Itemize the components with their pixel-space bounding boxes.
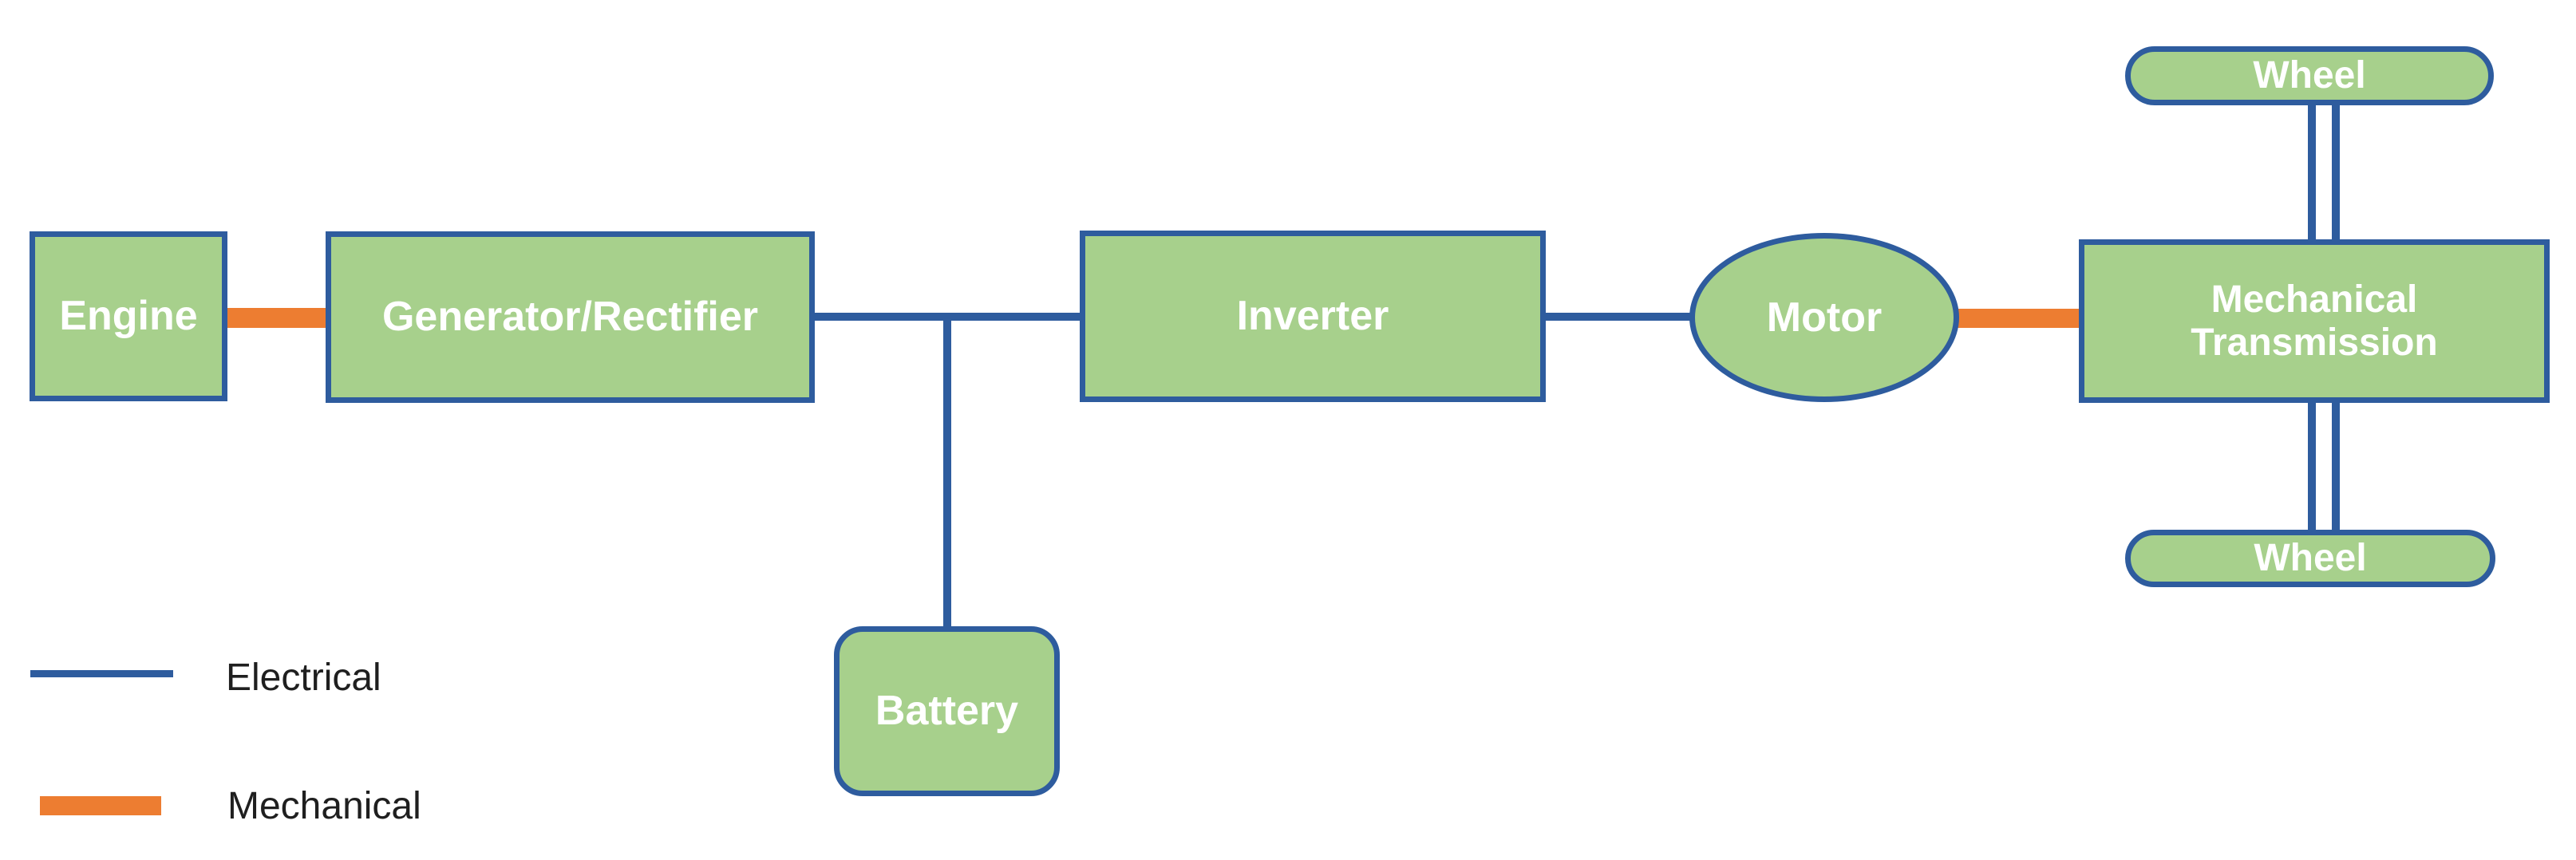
node-motor-label: Motor [1766, 294, 1883, 341]
edge-transmission-topwheel-shaft-right [2332, 104, 2340, 241]
node-wheel-top-label: Wheel [2253, 54, 2366, 97]
legend-electrical-swatch-icon [30, 670, 173, 677]
edge-transmission-bottomwheel-shaft-right [2332, 401, 2340, 531]
node-wheel-bottom: Wheel [2125, 530, 2495, 587]
node-generator-rectifier: Generator/Rectifier [326, 231, 815, 403]
node-mechanical-transmission: Mechanical Transmission [2079, 239, 2550, 403]
edge-transmission-topwheel-shaft-left [2308, 104, 2316, 241]
edge-bus-battery-electrical [943, 317, 951, 629]
legend-electrical-text: Electrical [226, 656, 381, 699]
node-battery-label: Battery [875, 688, 1019, 735]
legend-mechanical-swatch-icon [40, 796, 161, 815]
node-wheel-top: Wheel [2125, 46, 2494, 105]
node-battery: Battery [834, 626, 1060, 796]
node-mechanical-transmission-label: Mechanical Transmission [2191, 278, 2438, 364]
edge-engine-generator-mechanical [227, 308, 327, 328]
node-engine-label: Engine [59, 293, 198, 340]
node-engine: Engine [30, 231, 227, 401]
edge-motor-transmission-mechanical [1957, 309, 2080, 328]
node-inverter: Inverter [1080, 231, 1546, 402]
legend-mechanical-text: Mechanical [227, 784, 421, 827]
node-inverter-label: Inverter [1236, 293, 1389, 340]
legend-electrical-label: Electrical [226, 653, 381, 702]
node-generator-rectifier-label: Generator/Rectifier [381, 294, 759, 341]
node-wheel-bottom-label: Wheel [2254, 537, 2367, 580]
edge-inverter-motor-electrical [1546, 313, 1691, 321]
edge-transmission-bottomwheel-shaft-left [2308, 401, 2316, 531]
node-motor: Motor [1689, 233, 1959, 402]
legend-mechanical-label: Mechanical [227, 781, 421, 830]
